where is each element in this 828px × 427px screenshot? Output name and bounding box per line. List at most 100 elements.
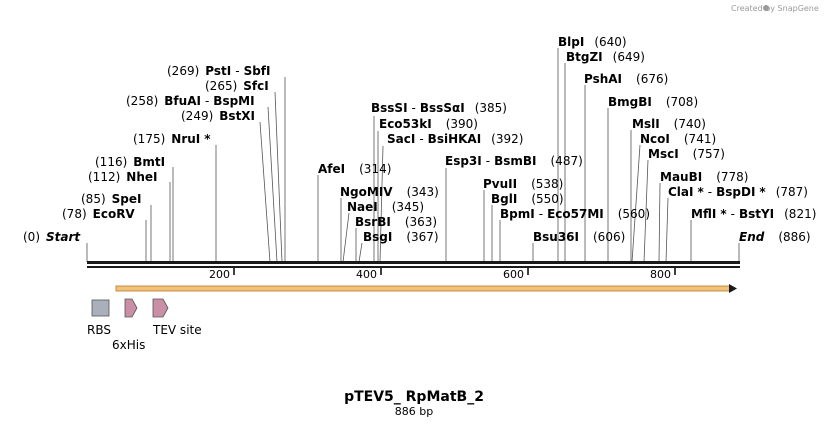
site-position: (363) [405, 215, 437, 229]
site-label-bstxi[interactable]: (249) BstXI [181, 109, 255, 123]
site-position: (249) [181, 109, 213, 123]
site-label-afei[interactable]: AfeI(314) [318, 162, 391, 176]
site-label-msli[interactable]: MslI(740) [632, 117, 706, 131]
site-label-bsgi[interactable]: BsgI(367) [363, 230, 439, 244]
site-line-maubi [658, 182, 661, 263]
site-position: (886) [778, 230, 810, 244]
site-label-start[interactable]: (0)Start [23, 230, 81, 244]
site-label-bsssi[interactable]: BssSI-BssSαI(385) [371, 101, 507, 115]
site-position: (538) [531, 177, 563, 191]
site-name: PvuII [483, 177, 517, 191]
site-label-blpi[interactable]: BlpI(640) [558, 35, 627, 49]
feature-label-tev-site: TEV site [152, 323, 202, 337]
site-line-bfuai [267, 106, 278, 263]
site-label-mfli[interactable]: MflI*-BstYI(821) [691, 207, 816, 221]
site-name-2: SbfI [244, 64, 271, 78]
site-position: (265) [205, 79, 237, 93]
site-position: (550) [531, 192, 563, 206]
site-label-pshai[interactable]: PshAI(676) [584, 72, 668, 86]
site-position: (487) [551, 154, 583, 168]
site-label-clai[interactable]: ClaI*-BspDI*(787) [668, 185, 808, 199]
site-label-esp3i[interactable]: Esp3I-BsmBI(487) [445, 154, 583, 168]
site-label-btgzi[interactable]: BtgZI(649) [566, 50, 645, 64]
site-label-naei[interactable]: NaeI(345) [347, 200, 424, 214]
orf-arrow[interactable] [115, 284, 737, 293]
tick-label-800: 800 [650, 268, 671, 281]
site-label-bpmi[interactable]: BpmI-Eco57MI(560) [500, 207, 650, 221]
dna-backbone [87, 261, 740, 268]
site-label-ngomiv[interactable]: NgoMIV (343) [340, 185, 439, 199]
site-position: (345) [392, 200, 424, 214]
site-label-bmgbi[interactable]: BmgBI(708) [608, 95, 698, 109]
site-position: (676) [636, 72, 668, 86]
site-label-bsrbi[interactable]: BsrBI(363) [355, 215, 437, 229]
site-label-psti[interactable]: (269)PstI-SbfI [167, 64, 270, 78]
site-name: AfeI [318, 162, 345, 176]
site-name: BlpI [558, 35, 584, 49]
site-name: BfuAI [164, 94, 201, 108]
site-label-bsu36i[interactable]: Bsu36I(606) [533, 230, 625, 244]
site-name: MauBI [660, 170, 702, 184]
site-line-bsgi [358, 242, 363, 263]
site-name: Bsu36I [533, 230, 579, 244]
tick-label-600: 600 [503, 268, 524, 281]
site-name: BstXI [219, 109, 255, 123]
site-label-bgli[interactable]: BglI (550) [491, 192, 564, 206]
feature-label-6xhis: 6xHis [112, 338, 145, 352]
site-star: * [720, 207, 727, 221]
plasmid-length: 886 bp [395, 405, 433, 418]
site-label-nhei[interactable]: (112)NheI [88, 170, 157, 184]
site-star: * [204, 132, 211, 146]
scale-ticks: 200 400 600 800 [209, 268, 676, 281]
orf-arrowhead-icon [729, 284, 737, 293]
site-label-maubi[interactable]: MauBI (778) [660, 170, 748, 184]
site-position: (778) [716, 170, 748, 184]
site-star: * [697, 185, 704, 199]
plasmid-title: pTEV5_ RpMatB_2 [344, 389, 484, 405]
feature-label-rbs: RBS [87, 323, 111, 337]
site-name-2: BsiHKAI [428, 132, 482, 146]
site-position: (560) [618, 207, 650, 221]
site-label-msci[interactable]: MscI(757) [648, 147, 725, 161]
site-position: (385) [475, 101, 507, 115]
site-label-spei[interactable]: (85) SpeI [81, 192, 141, 206]
site-label-bmti[interactable]: (116)BmtI [95, 155, 165, 169]
site-position: (390) [446, 117, 478, 131]
site-position: (787) [776, 185, 808, 199]
enzyme-labels: (0)Start (78)EcoRV (85) SpeI (112)NheI (1… [23, 35, 816, 244]
tev-site-feature-arrow-icon[interactable] [152, 298, 169, 318]
site-position: (392) [491, 132, 523, 146]
site-line-sfci [274, 91, 283, 263]
site-position: (175) [133, 132, 165, 146]
site-name: BglI [491, 192, 517, 206]
site-name: BsgI [363, 230, 392, 244]
site-name: Esp3I [445, 154, 482, 168]
site-star-2: * [759, 185, 766, 199]
site-name: PstI [205, 64, 231, 78]
site-label-end[interactable]: End(886) [739, 230, 811, 244]
features: RBS 6xHis TEV site [87, 298, 202, 352]
site-name-2: BspMI [213, 94, 254, 108]
site-name: SpeI [112, 192, 142, 206]
tick-label-200: 200 [209, 268, 230, 281]
site-label-ecorv[interactable]: (78)EcoRV [62, 207, 135, 221]
site-name: Eco53kI [379, 117, 432, 131]
site-position: (343) [407, 185, 439, 199]
site-label-sfci[interactable]: (265) SfcI [205, 79, 269, 93]
site-name: SfcI [243, 79, 268, 93]
site-name-2: BstYI [739, 207, 774, 221]
site-label-nrui[interactable]: (175)NruI* [133, 132, 211, 146]
site-name: NgoMIV [340, 185, 393, 199]
site-label-saci[interactable]: SacI-BsiHKAI(392) [387, 132, 523, 146]
site-label-pvuii[interactable]: PvuII (538) [483, 177, 563, 191]
site-position: (757) [693, 147, 725, 161]
site-label-eco53ki[interactable]: Eco53kI (390) [379, 117, 478, 131]
site-label-ncoi[interactable]: NcoI(741) [640, 132, 716, 146]
site-name: NcoI [640, 132, 670, 146]
site-label-bfuai[interactable]: (258)BfuAI-BspMI [126, 94, 255, 108]
rbs-feature-icon[interactable] [91, 299, 110, 317]
site-position: (821) [784, 207, 816, 221]
site-position: (85) [81, 192, 106, 206]
6xhis-feature-arrow-icon[interactable] [124, 298, 138, 318]
